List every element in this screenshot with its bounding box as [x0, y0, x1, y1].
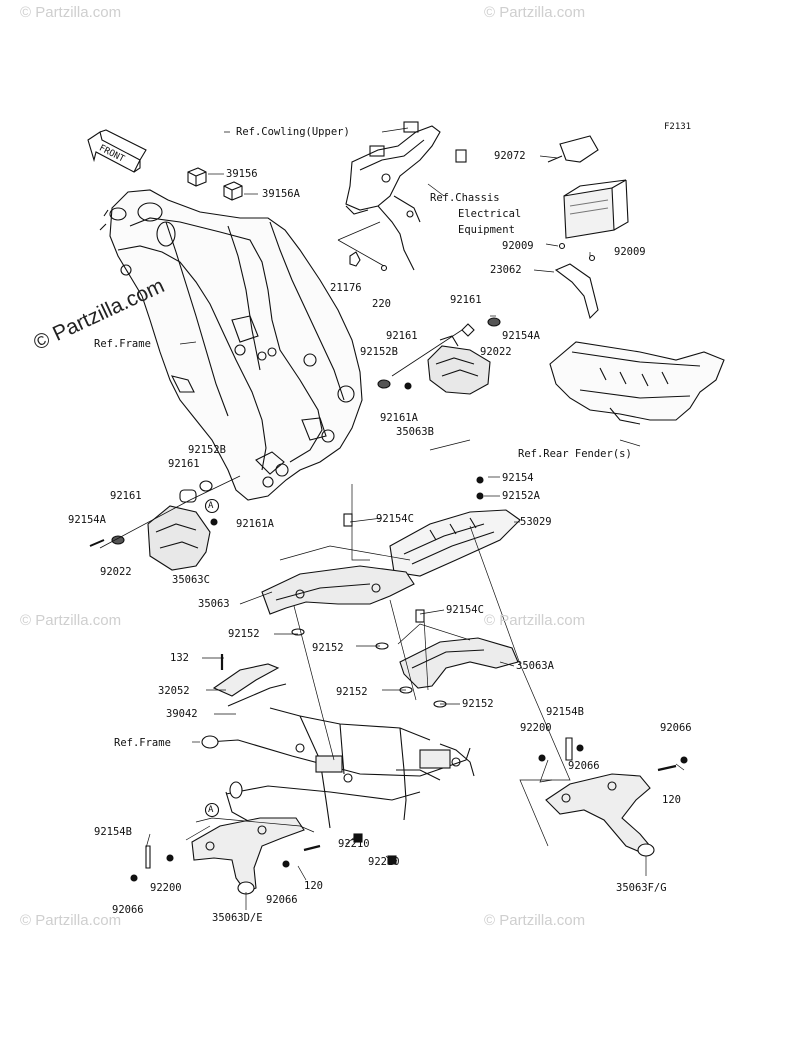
part-label-92200-l: 92200 — [150, 882, 182, 894]
part-label-35063de: 35063D/E — [212, 912, 263, 924]
part-label-92152-c: 92152 — [336, 686, 368, 698]
watermark: © Partzilla.com — [20, 4, 122, 21]
part-39156a-drawing — [223, 181, 243, 201]
cowling-stay-drawing — [345, 121, 467, 271]
part-label-92161-left: 92161 — [168, 458, 200, 470]
part-label-132: 132 — [170, 652, 189, 664]
part-label-92161-top: 92161 — [450, 294, 482, 306]
left-bracket-drawing — [147, 505, 211, 571]
cover-53029-drawing — [389, 509, 521, 577]
ref-frame-label-low: Ref.Frame — [114, 737, 171, 749]
part-label-92009-b: 92009 — [614, 246, 646, 258]
part-label-92152-d: 92152 — [462, 698, 494, 710]
ref-chassis-label-3: Equipment — [458, 224, 515, 236]
part-label-35063: 35063 — [198, 598, 230, 610]
part-label-92152a: 92152A — [502, 490, 540, 502]
ref-chassis-label-2: Electrical — [458, 208, 522, 220]
ref-frame-label-top: Ref.Frame — [94, 338, 151, 350]
part-label-35063a: 35063A — [516, 660, 554, 672]
part-32052-drawing — [212, 663, 280, 697]
part-label-39156a: 39156A — [262, 188, 300, 200]
frame-piece-35063-drawing — [261, 565, 415, 615]
right-bracket-drawing — [545, 773, 655, 857]
ref-chassis-label-1: Ref.Chassis — [430, 192, 500, 204]
part-220-drawing — [380, 264, 388, 272]
part-label-92022-top: 92022 — [480, 346, 512, 358]
watermark: © Partzilla.com — [484, 4, 586, 21]
part-label-92154a-left: 92154A — [68, 514, 106, 526]
part-label-92152b-top: 92152B — [360, 346, 398, 358]
part-label-92154a-top: 92154A — [502, 330, 540, 342]
part-21176-drawing — [349, 251, 361, 267]
watermark: © Partzilla.com — [20, 912, 122, 929]
lower-subframe-drawing — [201, 707, 475, 829]
main-frame-drawing — [99, 189, 363, 501]
battery-drawing — [559, 135, 629, 239]
part-label-39042: 39042 — [166, 708, 198, 720]
part-label-92154b-r: 92154B — [546, 706, 584, 718]
part-label-92154: 92154 — [502, 472, 534, 484]
part-label-92022-left: 92022 — [100, 566, 132, 578]
part-label-92066-r2: 92066 — [568, 760, 600, 772]
part-label-35063b: 35063B — [396, 426, 434, 438]
part-39156-drawing — [187, 167, 207, 187]
part-label-92154c-b: 92154C — [446, 604, 484, 616]
part-label-92066-l: 92066 — [112, 904, 144, 916]
part-label-92161-top2: 92161 — [386, 330, 418, 342]
part-label-32052: 32052 — [158, 685, 190, 697]
part-label-21176: 21176 — [330, 282, 362, 294]
part-label-92066-r: 92066 — [660, 722, 692, 734]
part-label-92152-b: 92152 — [312, 642, 344, 654]
part-label-39156: 39156 — [226, 168, 258, 180]
part-label-53029: 53029 — [520, 516, 552, 528]
ref-rear-fender-label: Ref.Rear Fender(s) — [518, 448, 632, 460]
rear-fender-drawing — [549, 341, 725, 425]
part-label-92152-a: 92152 — [228, 628, 260, 640]
part-label-120-l: 120 — [304, 880, 323, 892]
diagram-code: F2131 — [664, 122, 692, 132]
watermark: © Partzilla.com — [20, 612, 122, 629]
part-label-92161a-left: 92161A — [236, 518, 274, 530]
part-label-92154c-a: 92154C — [376, 513, 414, 525]
watermark: © Partzilla.com — [484, 912, 586, 929]
part-label-23062: 23062 — [490, 264, 522, 276]
part-label-92210-a: 92210 — [338, 838, 370, 850]
ecu-bracket-drawing — [427, 335, 491, 395]
battery-bracket-drawing — [554, 263, 599, 320]
callout-a-upper: A — [208, 501, 214, 511]
ref-cowling-label: Ref.Cowling(Upper) — [236, 126, 350, 138]
part-label-92161-left2: 92161 — [110, 490, 142, 502]
part-label-220: 220 — [372, 298, 391, 310]
part-label-92152b-left: 92152B — [188, 444, 226, 456]
left-lower-bracket-drawing — [191, 817, 305, 895]
watermark: © Partzilla.com — [484, 612, 586, 629]
part-39042-drawing — [227, 683, 287, 707]
front-arrow-icon — [87, 129, 147, 173]
part-label-92009-a: 92009 — [502, 240, 534, 252]
part-label-92066-l2: 92066 — [266, 894, 298, 906]
part-label-92154b-l: 92154B — [94, 826, 132, 838]
part-label-92210-b: 92210 — [368, 856, 400, 868]
part-label-120-r: 120 — [662, 794, 681, 806]
frame-piece-35063a-drawing — [399, 637, 519, 689]
part-label-92161a-top: 92161A — [380, 412, 418, 424]
part-label-35063fg: 35063F/G — [616, 882, 667, 894]
part-label-35063c: 35063C — [172, 574, 210, 586]
callout-a-lower: A — [208, 805, 214, 815]
part-label-92200-r: 92200 — [520, 722, 552, 734]
part-label-92072: 92072 — [494, 150, 526, 162]
